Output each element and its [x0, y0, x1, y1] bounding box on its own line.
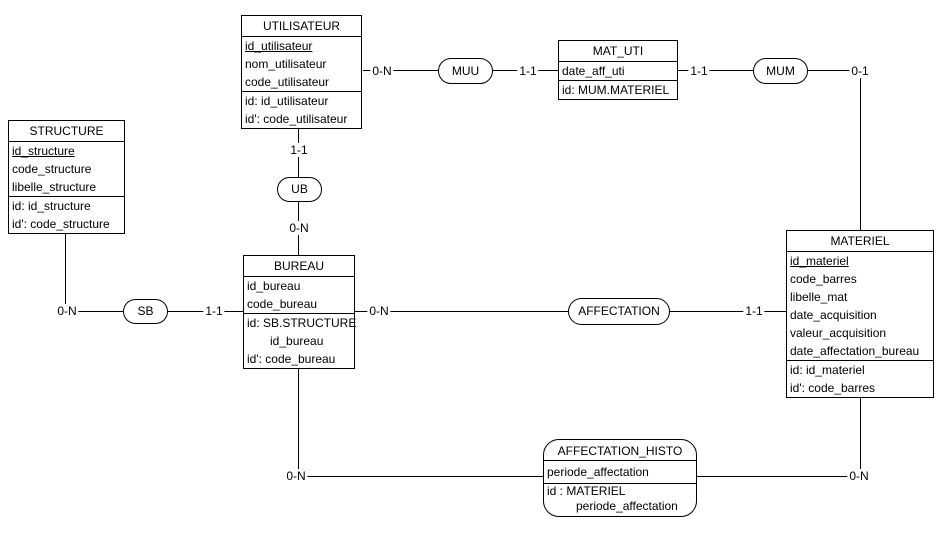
connector-mum-corner	[808, 70, 861, 71]
entity-structure[interactable]: STRUCTURE id_structure code_structure li…	[8, 120, 125, 234]
identifier-row: periode_affectation	[576, 499, 678, 513]
attribute-list: id_bureau code_bureau	[244, 277, 354, 313]
identifier-row: id': code_barres	[790, 381, 876, 395]
entity-title: MATERIEL	[787, 231, 933, 252]
relationship-sb[interactable]: SB	[123, 299, 168, 324]
attribute-row: id_structure	[12, 144, 75, 158]
connector-bureau-down	[298, 368, 299, 477]
attribute-row: code_utilisateur	[245, 75, 330, 89]
entity-title: BUREAU	[244, 256, 354, 277]
cardinality-materiel-histo: 0-N	[847, 469, 871, 483]
identifier-row: id: MUM.MATERIEL	[562, 83, 670, 97]
connector-matuti-mum	[678, 70, 753, 71]
attribute-list: id_structure code_structure libelle_stru…	[9, 142, 124, 196]
identifier-row: id': code_structure	[12, 217, 110, 231]
identifier-row: id': code_utilisateur	[245, 112, 348, 126]
connector-bureau-histo	[298, 476, 543, 477]
relationship-affectation-label: AFFECTATION	[578, 304, 660, 318]
cardinality-bureau-affectation: 0-N	[367, 304, 391, 318]
connector-structure-sb	[65, 311, 123, 312]
entity-title: MAT_UTI	[559, 41, 677, 62]
attribute-row: id_utilisateur	[245, 39, 313, 53]
attribute-row: code_structure	[12, 162, 92, 176]
cardinality-mum-materiel: 0-1	[849, 64, 871, 78]
identifier-row: id_bureau	[270, 334, 324, 348]
identifier-row: id: id_structure	[12, 199, 91, 213]
cardinality-utilisateur-muu: 0-N	[370, 64, 394, 78]
cardinality-sb-bureau: 1-1	[203, 304, 225, 318]
identifier-list: id: MUM.MATERIEL	[559, 80, 677, 99]
relationship-muu[interactable]: MUU	[438, 58, 493, 84]
relationship-affectation-histo[interactable]: AFFECTATION_HISTO periode_affectation id…	[543, 439, 697, 517]
cardinality-muu-matuti: 1-1	[517, 64, 539, 78]
entity-title: STRUCTURE	[9, 121, 124, 142]
identifier-list: id: id_materiel id': code_barres	[787, 360, 933, 397]
attribute-list: date_aff_uti	[559, 62, 677, 80]
relationship-mum[interactable]: MUM	[753, 58, 808, 84]
cardinality-ub-bureau: 0-N	[287, 221, 311, 235]
identifier-list: id : MATERIEL periode_affectation	[544, 483, 696, 516]
identifier-row: id: id_utilisateur	[245, 94, 329, 108]
identifier-list: id: id_utilisateur id': code_utilisateur	[242, 91, 361, 128]
entity-mat-uti[interactable]: MAT_UTI date_aff_uti id: MUM.MATERIEL	[558, 40, 678, 100]
attribute-row: libelle_structure	[12, 180, 97, 194]
relationship-sb-label: SB	[137, 304, 154, 318]
attribute-row: valeur_acquisition	[790, 326, 887, 340]
cardinality-bureau-histo: 0-N	[284, 469, 308, 483]
attribute-row: date_affectation_bureau	[790, 344, 920, 358]
cardinality-affectation-materiel: 1-1	[743, 304, 765, 318]
relationship-ub-label: UB	[291, 182, 308, 196]
connector-histo-materiel	[697, 476, 861, 477]
attribute-row: nom_utilisateur	[245, 57, 327, 71]
attribute-list: periode_affectation	[544, 461, 696, 483]
connector-bureau-affectation	[355, 311, 568, 312]
attribute-row: date_acquisition	[790, 308, 877, 322]
attribute-row: periode_affectation	[547, 465, 649, 479]
identifier-row: id': code_bureau	[247, 352, 336, 366]
entity-materiel[interactable]: MATERIEL id_materiel code_barres libelle…	[786, 230, 934, 398]
attribute-list: id_materiel code_barres libelle_mat date…	[787, 252, 933, 360]
identifier-row: id : MATERIEL	[547, 484, 626, 498]
relationship-mum-label: MUM	[766, 64, 795, 78]
attribute-row: code_bureau	[247, 297, 318, 311]
relationship-muu-label: MUU	[451, 64, 480, 78]
entity-bureau[interactable]: BUREAU id_bureau code_bureau id: SB.STRU…	[243, 255, 357, 369]
attribute-row: code_barres	[790, 272, 857, 286]
cardinality-utilisateur-ub: 1-1	[288, 143, 310, 157]
entity-title: UTILISATEUR	[242, 16, 361, 37]
attribute-row: id_materiel	[790, 254, 849, 268]
cardinality-structure-sb: 0-N	[55, 304, 79, 318]
cardinality-matuti-mum: 1-1	[688, 64, 710, 78]
attribute-list: id_utilisateur nom_utilisateur code_util…	[242, 37, 361, 91]
entity-utilisateur[interactable]: UTILISATEUR id_utilisateur nom_utilisate…	[241, 15, 362, 129]
identifier-row: id: id_materiel	[790, 363, 865, 377]
identifier-row: id: SB.STRUCTURE	[247, 316, 357, 330]
connector-affectation-materiel	[670, 311, 786, 312]
identifier-list: id: SB.STRUCTURE id_bureau id': code_bur…	[244, 313, 357, 368]
attribute-row: date_aff_uti	[562, 64, 625, 78]
relationship-ub[interactable]: UB	[277, 177, 322, 202]
connector-utilisateur-muu	[363, 70, 438, 71]
connector-materiel-down	[860, 397, 861, 477]
attribute-row: libelle_mat	[790, 290, 848, 304]
relationship-title: AFFECTATION_HISTO	[544, 440, 696, 461]
identifier-list: id: id_structure id': code_structure	[9, 196, 124, 233]
connector-mum-materiel	[860, 70, 861, 231]
relationship-affectation[interactable]: AFFECTATION	[568, 298, 670, 325]
connector-structure-down	[65, 231, 66, 312]
attribute-row: id_bureau	[247, 279, 301, 293]
